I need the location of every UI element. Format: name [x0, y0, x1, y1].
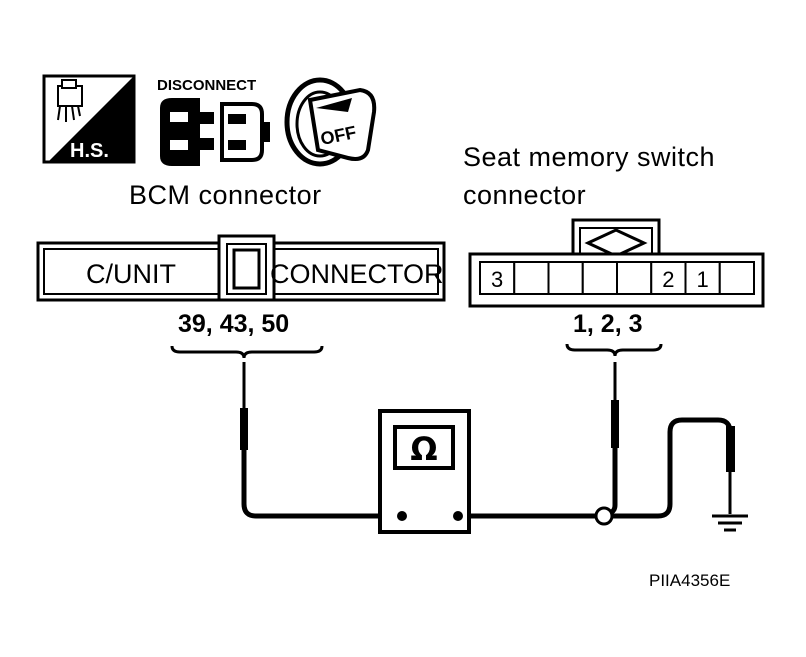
hs-label: H.S.	[70, 140, 109, 162]
seat-terminal-cell	[650, 261, 687, 295]
bcm-pin-numbers: 39, 43, 50	[178, 310, 290, 338]
seat-terminal-cell	[616, 261, 653, 295]
harness-side-icon: H.S.	[42, 74, 136, 164]
ohm-symbol: Ω	[410, 430, 437, 468]
bcm-connector-title: BCM connector	[129, 180, 322, 210]
bcm-connector-text: CONNECTOR	[270, 259, 444, 289]
seat-connector-title-line1: Seat memory switch	[463, 142, 716, 172]
disconnect-label: DISCONNECT	[157, 77, 256, 94]
seat-pin-numbers: 1, 2, 3	[573, 310, 643, 338]
ground-icon	[712, 514, 748, 532]
bcm-unit-text: C/UNIT	[86, 259, 176, 289]
seat-terminal-cell	[547, 261, 584, 295]
seat-terminal-number: 1	[697, 267, 709, 292]
meter-terminal-right	[453, 511, 463, 521]
seat-terminal-cell	[513, 261, 550, 295]
ignition-off-icon: OFF	[284, 77, 377, 167]
seat-terminal-cell	[718, 261, 755, 295]
disconnect-icon: DISCONNECT	[157, 77, 270, 166]
seat-terminal-cell	[684, 261, 721, 295]
seat-terminal-number: 3	[491, 267, 503, 292]
ohmmeter: Ω	[378, 409, 471, 534]
test-leads	[240, 362, 735, 526]
seat-terminal-number: 2	[662, 267, 674, 292]
seat-pin-brace	[565, 343, 663, 357]
meter-terminal-left	[397, 511, 407, 521]
bcm-pin-brace	[170, 345, 324, 359]
seat-connector-title-line2: connector	[463, 180, 587, 210]
bcm-connector: C/UNIT CONNECTOR	[36, 234, 446, 302]
seat-terminal-cell	[479, 261, 516, 295]
figure-code: PIIA4356E	[649, 571, 731, 590]
seat-terminal-cell	[581, 261, 618, 295]
